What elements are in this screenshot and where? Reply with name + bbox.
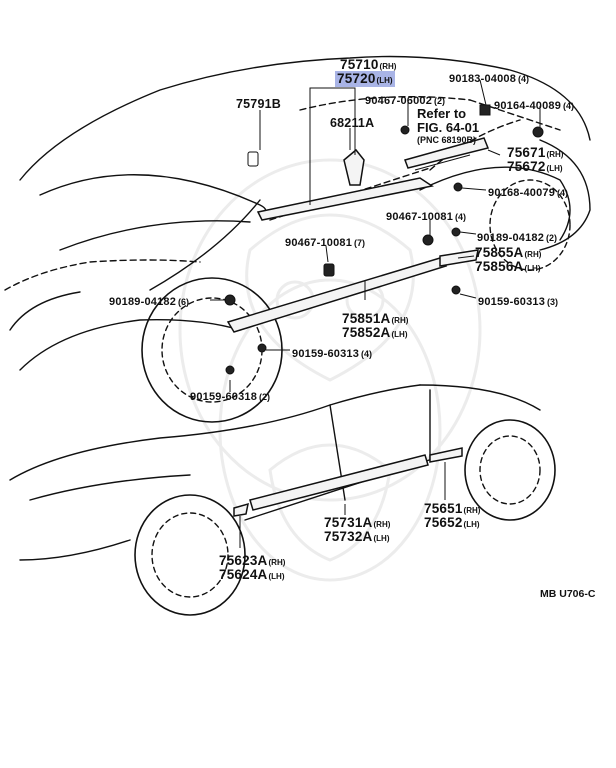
side-tag: (RH) — [463, 506, 481, 515]
part-number: 90467-10081 — [285, 237, 353, 249]
quantity: (7) — [354, 238, 366, 248]
part-number: 75710 — [340, 57, 379, 72]
part-number: 90189-04182 — [477, 232, 545, 244]
part-number: 90168-40079 — [488, 187, 556, 199]
side-tag: (LH) — [391, 330, 408, 339]
quantity: (3) — [547, 297, 559, 307]
part-number: 90467-06002 — [365, 95, 433, 107]
part-label-75852a[interactable]: 75852A(LH) — [342, 325, 408, 341]
quantity: (2) — [434, 96, 446, 106]
part-number: 75651 — [424, 501, 463, 516]
quantity: (4) — [455, 212, 467, 222]
part-label-75671[interactable]: 75671(RH) — [507, 145, 563, 161]
side-tag: (LH) — [524, 264, 541, 273]
part-label-90467-06002[interactable]: 90467-06002(2) — [365, 92, 445, 108]
quantity: (4) — [518, 74, 530, 84]
side-tag: (LH) — [373, 534, 390, 543]
part-label-90159-60313-4[interactable]: 90159-60313(4) — [292, 345, 372, 361]
part-number: 90159-60318 — [190, 391, 258, 403]
roof-drip-molding — [256, 177, 434, 221]
part-label-90189-04182-6[interactable]: 90189-04182(6) — [109, 293, 189, 309]
quantity: (2) — [259, 392, 271, 402]
refer-note[interactable]: Refer to FIG. 64-01 (PNC 68190B) — [417, 106, 480, 145]
side-tag: (RH) — [546, 150, 564, 159]
part-number: 75671 — [507, 145, 546, 160]
refer-note-fig: FIG. 64-01 — [417, 120, 480, 136]
side-tag: (LH) — [376, 76, 393, 85]
part-number: 90159-60313 — [292, 348, 360, 360]
part-number: 90159-60313 — [478, 296, 546, 308]
side-tag: (RH) — [373, 520, 391, 529]
part-label-90183-04008[interactable]: 90183-04008(4) — [449, 70, 529, 86]
part-number: 75672 — [507, 159, 546, 174]
part-label-75731a[interactable]: 75731A(RH) — [324, 515, 390, 531]
side-tag: (RH) — [391, 316, 409, 325]
part-label-90467-10081-4[interactable]: 90467-10081(4) — [386, 208, 466, 224]
part-label-75851a[interactable]: 75851A(RH) — [342, 311, 408, 327]
leader-lines — [210, 79, 541, 548]
part-label-75791b[interactable]: 75791B — [236, 96, 281, 112]
part-label-90159-60318[interactable]: 90159-60318(2) — [190, 388, 270, 404]
quantity: (4) — [563, 101, 575, 111]
part-number: 75623A — [219, 553, 268, 568]
part-label-90467-10081-7[interactable]: 90467-10081(7) — [285, 234, 365, 250]
part-label-68211a[interactable]: 68211A — [330, 115, 374, 131]
side-protector-molding — [233, 447, 463, 517]
side-tag: (LH) — [268, 572, 285, 581]
part-number: 75732A — [324, 529, 373, 544]
side-tag: (RH) — [379, 62, 397, 71]
part-number: 75624A — [219, 567, 268, 582]
part-number: 90189-04182 — [109, 296, 177, 308]
part-label-75855a[interactable]: 75855A(RH) — [475, 245, 541, 261]
part-label-90189-04182-2[interactable]: 90189-04182(2) — [477, 229, 557, 245]
part-number: 75731A — [324, 515, 373, 530]
part-label-75624a[interactable]: 75624A(LH) — [219, 567, 285, 583]
part-number: 68211A — [330, 116, 375, 130]
part-label-75856a[interactable]: 75856A(LH) — [475, 259, 541, 275]
part-label-75672[interactable]: 75672(LH) — [507, 159, 563, 175]
rocker-panel-molding — [226, 257, 448, 333]
side-tag: (RH) — [268, 558, 286, 567]
part-number: 75855A — [475, 245, 524, 260]
part-number: 75720 — [337, 71, 376, 86]
part-label-75710[interactable]: 75710(RH) — [340, 57, 396, 73]
part-label-75720-highlighted[interactable]: 75720(LH) — [335, 71, 395, 87]
part-number: 90164-40089 — [494, 100, 562, 112]
part-number: 90183-04008 — [449, 73, 517, 85]
belt-molding — [404, 137, 490, 171]
part-number: 75851A — [342, 311, 391, 326]
side-tag: (RH) — [524, 250, 542, 259]
pillar-garnish — [343, 148, 365, 186]
fasteners — [224, 104, 544, 375]
refer-note-line1: Refer to — [417, 106, 467, 121]
quantity: (6) — [178, 297, 190, 307]
quantity: (2) — [546, 233, 558, 243]
part-number: 75856A — [475, 259, 524, 274]
part-label-90168-40079[interactable]: 90168-40079(4) — [488, 184, 568, 200]
part-number: 90467-10081 — [386, 211, 454, 223]
part-number: 75852A — [342, 325, 391, 340]
part-number: 75791B — [236, 97, 281, 111]
part-number: 75652 — [424, 515, 463, 530]
quantity: (4) — [361, 349, 373, 359]
part-label-75651[interactable]: 75651(RH) — [424, 501, 480, 517]
part-label-75623a[interactable]: 75623A(RH) — [219, 553, 285, 569]
refer-note-pnc: (PNC 68190B) — [417, 134, 477, 145]
quantity: (4) — [557, 188, 569, 198]
part-label-75652[interactable]: 75652(LH) — [424, 515, 480, 531]
part-label-90164-40089[interactable]: 90164-40089(4) — [494, 97, 574, 113]
part-label-90159-60313-3[interactable]: 90159-60313(3) — [478, 293, 558, 309]
side-tag: (LH) — [546, 164, 563, 173]
side-tag: (LH) — [463, 520, 480, 529]
diagram-code: MB U706-C — [540, 588, 596, 600]
lower-car-body — [9, 384, 556, 616]
part-label-75732a[interactable]: 75732A(LH) — [324, 529, 390, 545]
